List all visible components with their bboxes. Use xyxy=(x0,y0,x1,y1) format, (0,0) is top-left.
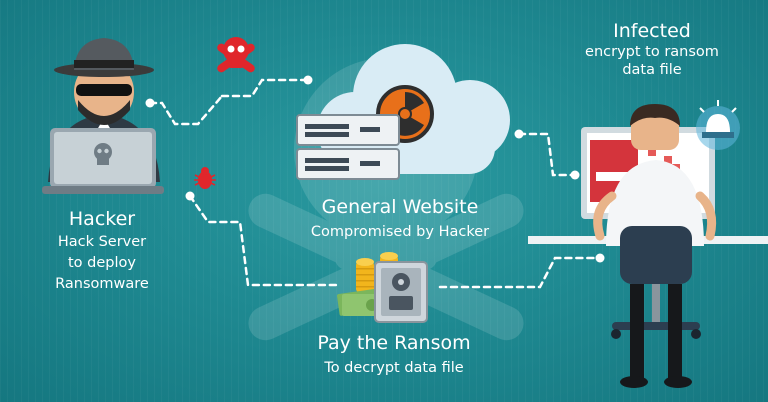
connector-ransom-to-infected xyxy=(438,256,602,289)
website-subtitle: Compromised by Hacker xyxy=(310,224,490,240)
office-chair-icon xyxy=(611,226,701,339)
connector-cloud-to-infected xyxy=(517,132,577,177)
infected-line-2: data file xyxy=(622,62,682,78)
ransom-text-block: Pay the Ransom To decrypt data file xyxy=(296,332,492,376)
infected-title: Infected xyxy=(613,20,691,42)
connector-hacker-to-ransom xyxy=(188,194,338,287)
hacker-title: Hacker xyxy=(68,208,136,230)
infected-line-1: encrypt to ransom xyxy=(585,44,719,60)
hacker-line-1: Hack Server xyxy=(57,234,147,250)
biohazard-icon xyxy=(376,85,434,143)
hacker-line-2: to deploy xyxy=(68,255,136,271)
safe-icon xyxy=(374,261,428,323)
website-text-block: General Website Compromised by Hacker xyxy=(288,196,512,240)
infected-person-legs xyxy=(620,284,692,388)
infected-person xyxy=(593,104,717,246)
ransom-title: Pay the Ransom xyxy=(317,332,471,354)
bug-icon xyxy=(194,167,216,189)
ransom-subtitle: To decrypt data file xyxy=(324,360,464,376)
infected-text-block: Infected encrypt to ransom data file xyxy=(572,20,732,78)
skull-crossbones-icon xyxy=(217,37,255,73)
connector-hacker-to-skull xyxy=(148,94,224,126)
connector-to-server xyxy=(220,78,310,98)
server-icon xyxy=(296,114,400,180)
alarm-light-icon xyxy=(696,100,740,150)
hacker-line-3: Ransomware xyxy=(55,276,149,292)
laptop-icon xyxy=(42,128,164,194)
hacker-text-block: Hacker Hack Server to deploy Ransomware xyxy=(42,208,162,292)
website-title: General Website xyxy=(321,196,479,218)
